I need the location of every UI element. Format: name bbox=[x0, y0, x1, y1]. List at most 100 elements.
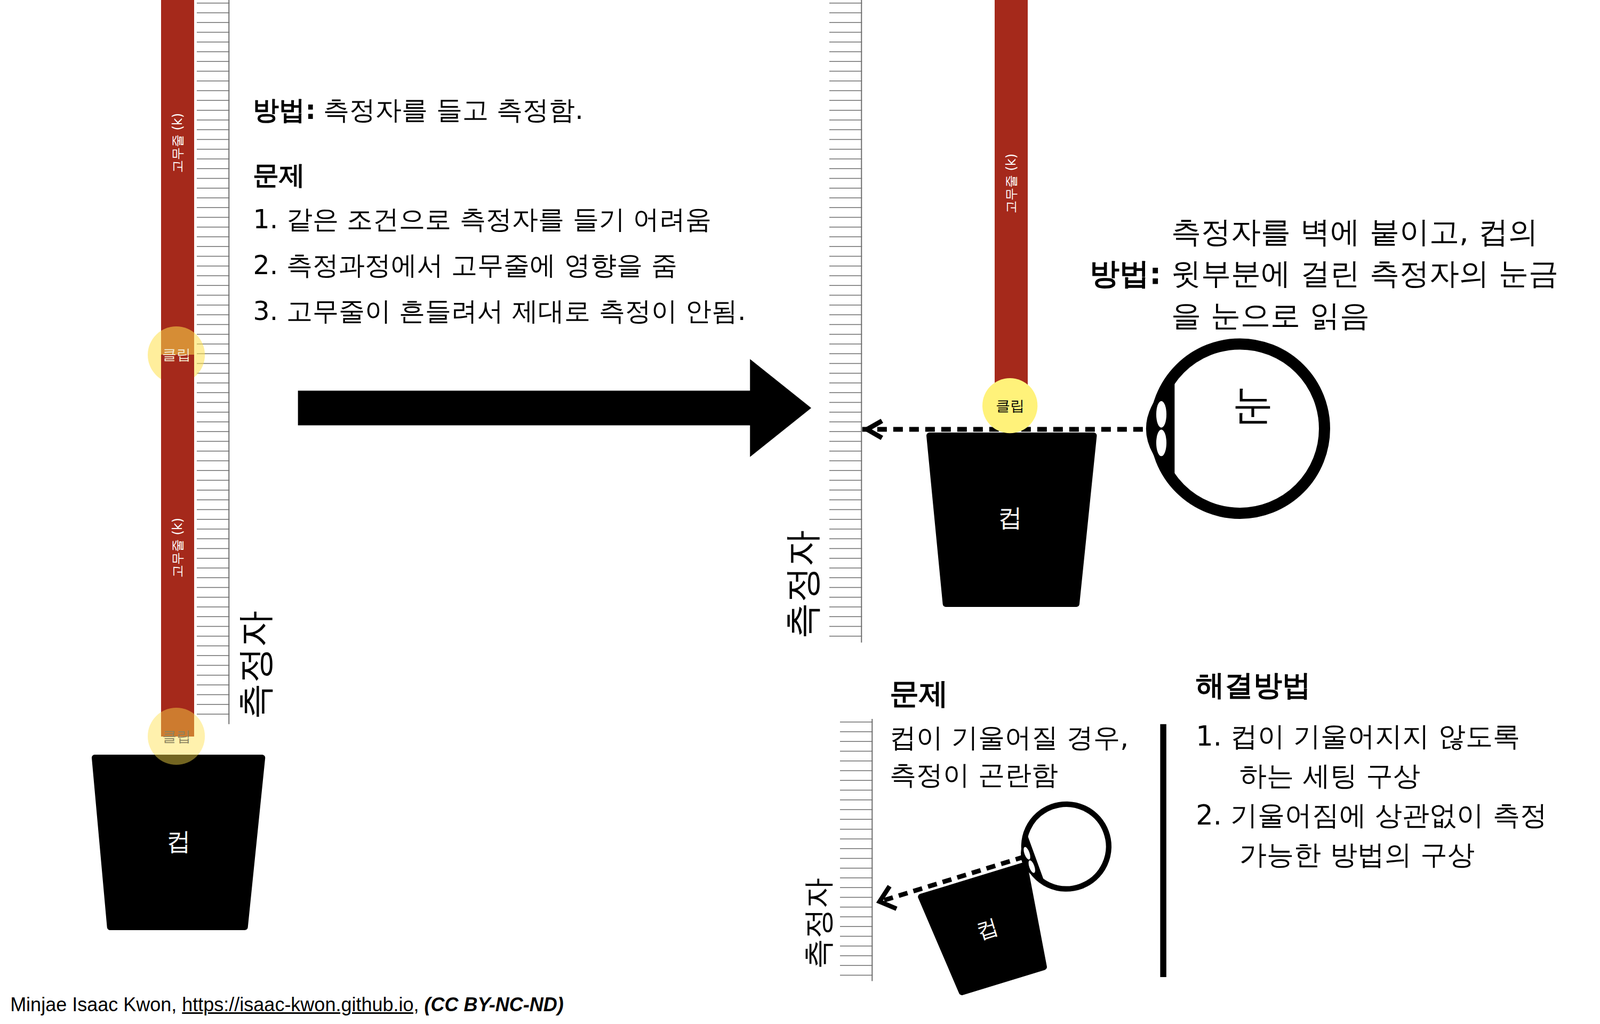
ruler-tick bbox=[829, 333, 862, 335]
ruler-tick bbox=[840, 819, 873, 821]
clip-circle: 클립 bbox=[982, 378, 1038, 434]
ruler-tick bbox=[196, 635, 230, 637]
ruler-tick bbox=[829, 616, 862, 618]
ruler-tick bbox=[829, 100, 862, 102]
ruler-tick bbox=[840, 731, 873, 733]
ruler-tick bbox=[829, 51, 862, 53]
ruler-tick bbox=[196, 294, 230, 296]
ruler-tick bbox=[196, 333, 230, 335]
cup-label: 컵 bbox=[997, 503, 1023, 533]
eye-symbol: 눈 bbox=[1142, 331, 1338, 526]
ruler-tick bbox=[196, 402, 230, 404]
cup-body bbox=[921, 865, 1055, 996]
ruler-tick bbox=[196, 139, 230, 141]
ruler-tick bbox=[196, 129, 230, 131]
method-text: 측정자를 들고 측정함. bbox=[323, 93, 584, 127]
ruler-tick bbox=[196, 441, 230, 443]
ruler-tick bbox=[840, 965, 873, 967]
ruler-tick bbox=[840, 770, 873, 772]
ruler-tick bbox=[196, 567, 230, 569]
cup-body bbox=[94, 757, 263, 927]
ruler-tick bbox=[829, 256, 862, 258]
ruler-tick bbox=[196, 587, 230, 589]
ruler-tick bbox=[829, 80, 862, 82]
ruler-tick bbox=[829, 265, 862, 267]
ruler-tick bbox=[829, 41, 862, 43]
ruler-tick bbox=[829, 236, 862, 238]
ruler-tick bbox=[196, 22, 230, 24]
ruler-tick bbox=[840, 897, 873, 899]
ruler-tick bbox=[829, 22, 862, 24]
rubber-band: 고무줄 (k) bbox=[161, 354, 194, 736]
ruler-tick bbox=[196, 470, 230, 472]
ruler-tick bbox=[829, 353, 862, 355]
ruler-outline bbox=[829, 0, 862, 643]
ruler-tick bbox=[840, 906, 873, 908]
ruler-tick bbox=[196, 382, 230, 384]
ruler-tick bbox=[840, 838, 873, 840]
ruler-tick bbox=[829, 587, 862, 589]
ruler-label: 측정자 bbox=[233, 610, 278, 720]
ruler-tick bbox=[829, 70, 862, 72]
ruler-tick bbox=[829, 567, 862, 569]
ruler-tick bbox=[196, 509, 230, 511]
ruler-tick bbox=[829, 499, 862, 501]
big-arrow bbox=[298, 358, 812, 458]
ruler-tick bbox=[829, 139, 862, 141]
ruler-tick bbox=[196, 90, 230, 92]
ruler-tick bbox=[829, 402, 862, 404]
problem-item: 1. 같은 조건으로 측정자를 들기 어려움 bbox=[252, 203, 712, 236]
license-note: (CC BY-NC-ND) bbox=[424, 992, 564, 1017]
ruler-tick bbox=[196, 2, 230, 4]
ruler-tick bbox=[196, 616, 230, 618]
ruler-tick bbox=[829, 606, 862, 608]
divider-bar bbox=[1160, 724, 1166, 978]
problem-heading: 문제 bbox=[252, 158, 306, 192]
ruler-tick bbox=[840, 936, 873, 938]
ruler-tick bbox=[196, 197, 230, 199]
eye-lens bbox=[1156, 401, 1167, 428]
ruler-tick bbox=[829, 109, 862, 111]
ruler-tick bbox=[196, 256, 230, 258]
ruler-tick bbox=[829, 158, 862, 160]
ruler-tick bbox=[840, 877, 873, 879]
ruler-tick bbox=[196, 51, 230, 53]
eye-lens bbox=[1156, 429, 1167, 456]
ruler-tick bbox=[840, 916, 873, 918]
band-label: 고무줄 (k) bbox=[169, 517, 186, 578]
ruler-tick bbox=[829, 197, 862, 199]
method-heading: 방법: bbox=[1089, 252, 1162, 295]
ruler-tick bbox=[829, 168, 862, 170]
ruler-tick bbox=[196, 61, 230, 63]
ruler-tick bbox=[829, 528, 862, 530]
ruler-tick bbox=[840, 974, 873, 976]
ruler-spine bbox=[861, 0, 863, 643]
ruler-tick bbox=[829, 421, 862, 423]
ruler-tick bbox=[196, 518, 230, 520]
ruler-tick bbox=[829, 61, 862, 63]
method-heading: 방법: bbox=[252, 93, 316, 127]
ruler-tick bbox=[196, 246, 230, 248]
ruler-tick bbox=[196, 109, 230, 111]
tilted-cup: 컵 bbox=[917, 861, 1059, 999]
ruler-tick bbox=[829, 596, 862, 598]
ruler-tick bbox=[840, 799, 873, 801]
cup-body bbox=[929, 435, 1094, 605]
ruler-tick bbox=[196, 528, 230, 530]
ruler-tick bbox=[829, 2, 862, 4]
ruler-tick bbox=[196, 304, 230, 306]
ruler-tick bbox=[829, 324, 862, 326]
ruler-tick bbox=[196, 431, 230, 433]
clip-disc bbox=[147, 707, 205, 765]
ruler-tick bbox=[196, 187, 230, 189]
ruler-tick bbox=[196, 421, 230, 423]
ruler-tick bbox=[196, 226, 230, 228]
ruler-tick bbox=[829, 509, 862, 511]
ruler-tick bbox=[196, 606, 230, 608]
ruler-tick bbox=[196, 275, 230, 277]
ruler-tick bbox=[196, 713, 230, 715]
clip-label: 클립 bbox=[162, 346, 191, 364]
ruler-tick bbox=[829, 207, 862, 209]
ruler-tick bbox=[840, 858, 873, 860]
